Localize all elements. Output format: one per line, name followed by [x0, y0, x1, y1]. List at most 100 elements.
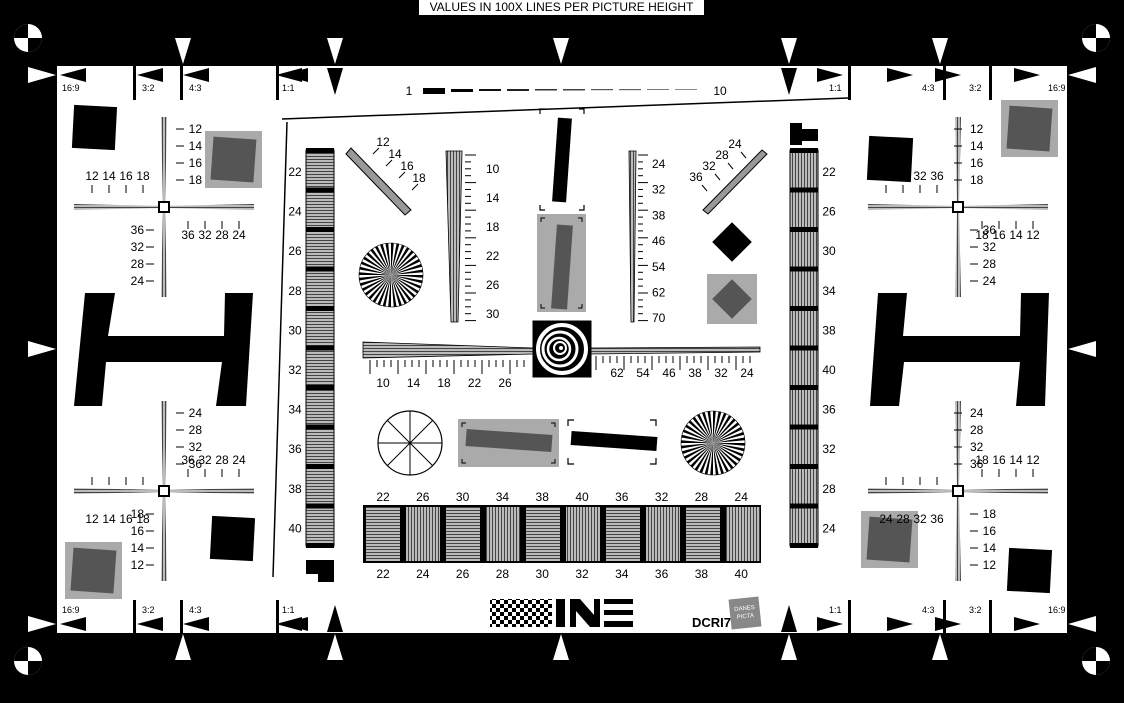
frequency-patch: [526, 507, 560, 561]
center-grey-patch: [537, 214, 586, 312]
patch-top-value: 36: [615, 490, 629, 504]
aspect-label: 1:1: [829, 83, 842, 93]
cross-tick-label: 14: [983, 541, 997, 555]
aspect-label: 4:3: [189, 605, 202, 615]
checker-block: [490, 599, 552, 627]
framing-arrow: [553, 38, 569, 64]
patch-top-value: 26: [416, 490, 430, 504]
right-bar-value: 30: [822, 244, 836, 258]
svg-text:DANES: DANES: [734, 605, 755, 613]
patch-top-value: 38: [536, 490, 550, 504]
cross-tick-label: 12: [85, 512, 99, 526]
framing-arrow: [1014, 617, 1040, 631]
wedge-left-value: 26: [486, 278, 500, 292]
cross-tick-label: 28: [215, 453, 229, 467]
patch-bottom-value: 26: [456, 567, 470, 581]
wedge-left-value: 18: [486, 220, 500, 234]
patch-top-value: 34: [496, 490, 510, 504]
framing-arrow: [28, 616, 56, 632]
left-bar-foot-icon: [306, 560, 334, 582]
slanted-edge-patch-tl: [205, 131, 262, 188]
hwedge-right-value: 54: [636, 366, 650, 380]
cross-tick-label: 12: [1026, 228, 1040, 242]
slanted-edge-patch-tr: [1001, 100, 1058, 157]
framing-arrow: [137, 617, 163, 631]
right-bar-value: 38: [822, 323, 836, 337]
scale-end-label: 10: [713, 84, 727, 98]
wedge-right-value: 54: [652, 260, 666, 274]
patch-bottom-value: 34: [615, 567, 629, 581]
cross-tick-label: 28: [983, 257, 997, 271]
patch-bottom-value: 36: [655, 567, 669, 581]
frequency-patch: [726, 507, 760, 561]
left-bar-value: 34: [288, 403, 302, 417]
slanted-bar-black: [567, 419, 658, 465]
cross-tick-label: 28: [131, 257, 145, 271]
cross-tick-label: 36: [131, 223, 145, 237]
registration-mark-bl: [14, 647, 42, 675]
left-bar-value: 36: [288, 442, 302, 456]
right-bar-head-icon: [790, 123, 818, 145]
slant-line-left: [272, 121, 288, 578]
wedge-left-value: 14: [486, 191, 500, 205]
framing-arrow: [60, 617, 86, 631]
siemens-star-left: [358, 242, 424, 308]
cross-tick-label: 36: [181, 228, 195, 242]
framing-arrow: [781, 68, 797, 95]
left-bar-value: 38: [288, 482, 302, 496]
left-bar-value: 32: [288, 363, 302, 377]
right-bar-value: 34: [822, 284, 836, 298]
cross-tick-label: 18: [975, 453, 989, 467]
framing-arrow: [183, 617, 209, 631]
right-bar-value: 32: [822, 442, 836, 456]
patch-bottom-value: 22: [376, 567, 390, 581]
patch-bottom-value: 24: [416, 567, 430, 581]
aspect-label: 16:9: [62, 83, 80, 93]
cross-tick-label: 16: [992, 453, 1006, 467]
cross-tick-label: 18: [136, 512, 150, 526]
cross-tick-label: 18: [131, 507, 145, 521]
diag-right-value: 36: [689, 170, 703, 184]
eight-spoke-circle: [377, 410, 443, 476]
hwedge-right-value: 38: [688, 366, 702, 380]
framing-arrow: [28, 67, 56, 83]
hwedge-right-value: 24: [740, 366, 754, 380]
cross-tick-label: 12: [131, 558, 145, 572]
framing-arrow: [183, 68, 209, 82]
right-bar-value: 26: [822, 205, 836, 219]
framing-arrow: [932, 38, 948, 64]
cross-tick-label: 36: [930, 512, 944, 526]
grey-diamond-patch: [707, 274, 757, 324]
hwedge-left-value: 22: [468, 376, 482, 390]
center-zone-plate: [532, 320, 592, 378]
cross-tick-label: 16: [970, 156, 984, 170]
wedge-right-value: 70: [652, 311, 666, 325]
framing-arrow: [935, 617, 961, 631]
diag-left-value: 16: [400, 159, 414, 173]
hwedge-left-value: 14: [407, 376, 421, 390]
cross-tick-label: 14: [189, 139, 203, 153]
cross-tick-label: 16: [189, 156, 203, 170]
diag-right-value: 32: [702, 159, 716, 173]
hwedge-right-value: 46: [662, 366, 676, 380]
aspect-label: 16:9: [1048, 83, 1066, 93]
patch-top-value: 24: [735, 490, 749, 504]
aspect-label: 4:3: [922, 605, 935, 615]
aspect-label: 3:2: [142, 605, 155, 615]
aspect-label: 1:1: [282, 605, 295, 615]
frequency-patch: [406, 507, 440, 561]
cross-tick-label: 36: [930, 169, 944, 183]
wedge-right-value: 32: [652, 183, 666, 197]
patch-bottom-value: 28: [496, 567, 510, 581]
patch-bottom-value: 40: [735, 567, 749, 581]
diag-right-value: 28: [715, 148, 729, 162]
framing-arrow: [887, 68, 913, 82]
aspect-label: 16:9: [62, 605, 80, 615]
